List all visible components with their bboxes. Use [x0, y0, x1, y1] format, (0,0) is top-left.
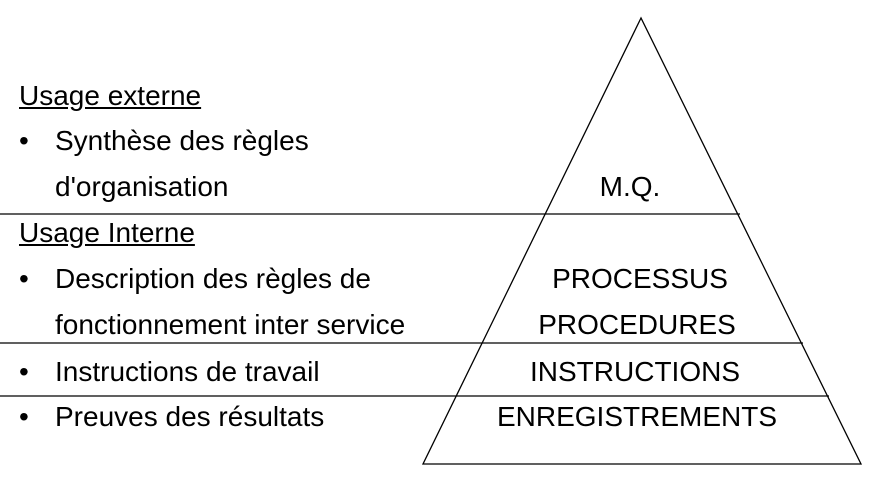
bullet-icon: •: [19, 263, 29, 294]
internal-usage-heading: Usage Interne: [19, 217, 195, 248]
pyramid-level-processus: PROCESSUS: [552, 263, 728, 294]
external-usage-line2: d'organisation: [55, 171, 229, 202]
internal-usage-line2: fonctionnement inter service: [55, 309, 406, 340]
bullet-icon: •: [19, 125, 29, 156]
bullet-icon: •: [19, 401, 29, 432]
evidence-item-text: Preuves des résultats: [55, 401, 325, 432]
external-usage-heading: Usage externe: [19, 80, 202, 111]
pyramid-level-mq: M.Q.: [599, 171, 661, 202]
pyramid-triangle: [421, 16, 863, 465]
bullet-icon: •: [19, 356, 29, 387]
pyramid-level-procedures: PROCEDURES: [538, 309, 736, 340]
instructions-item-text: Instructions de travail: [55, 356, 320, 387]
pyramid-level-instructions: INSTRUCTIONS: [530, 356, 740, 387]
pyramid-level-enregistrements: ENREGISTREMENTS: [496, 401, 778, 432]
internal-usage-line1: Description des règles de: [55, 263, 371, 294]
external-usage-line1: Synthèse des règles: [55, 125, 309, 156]
